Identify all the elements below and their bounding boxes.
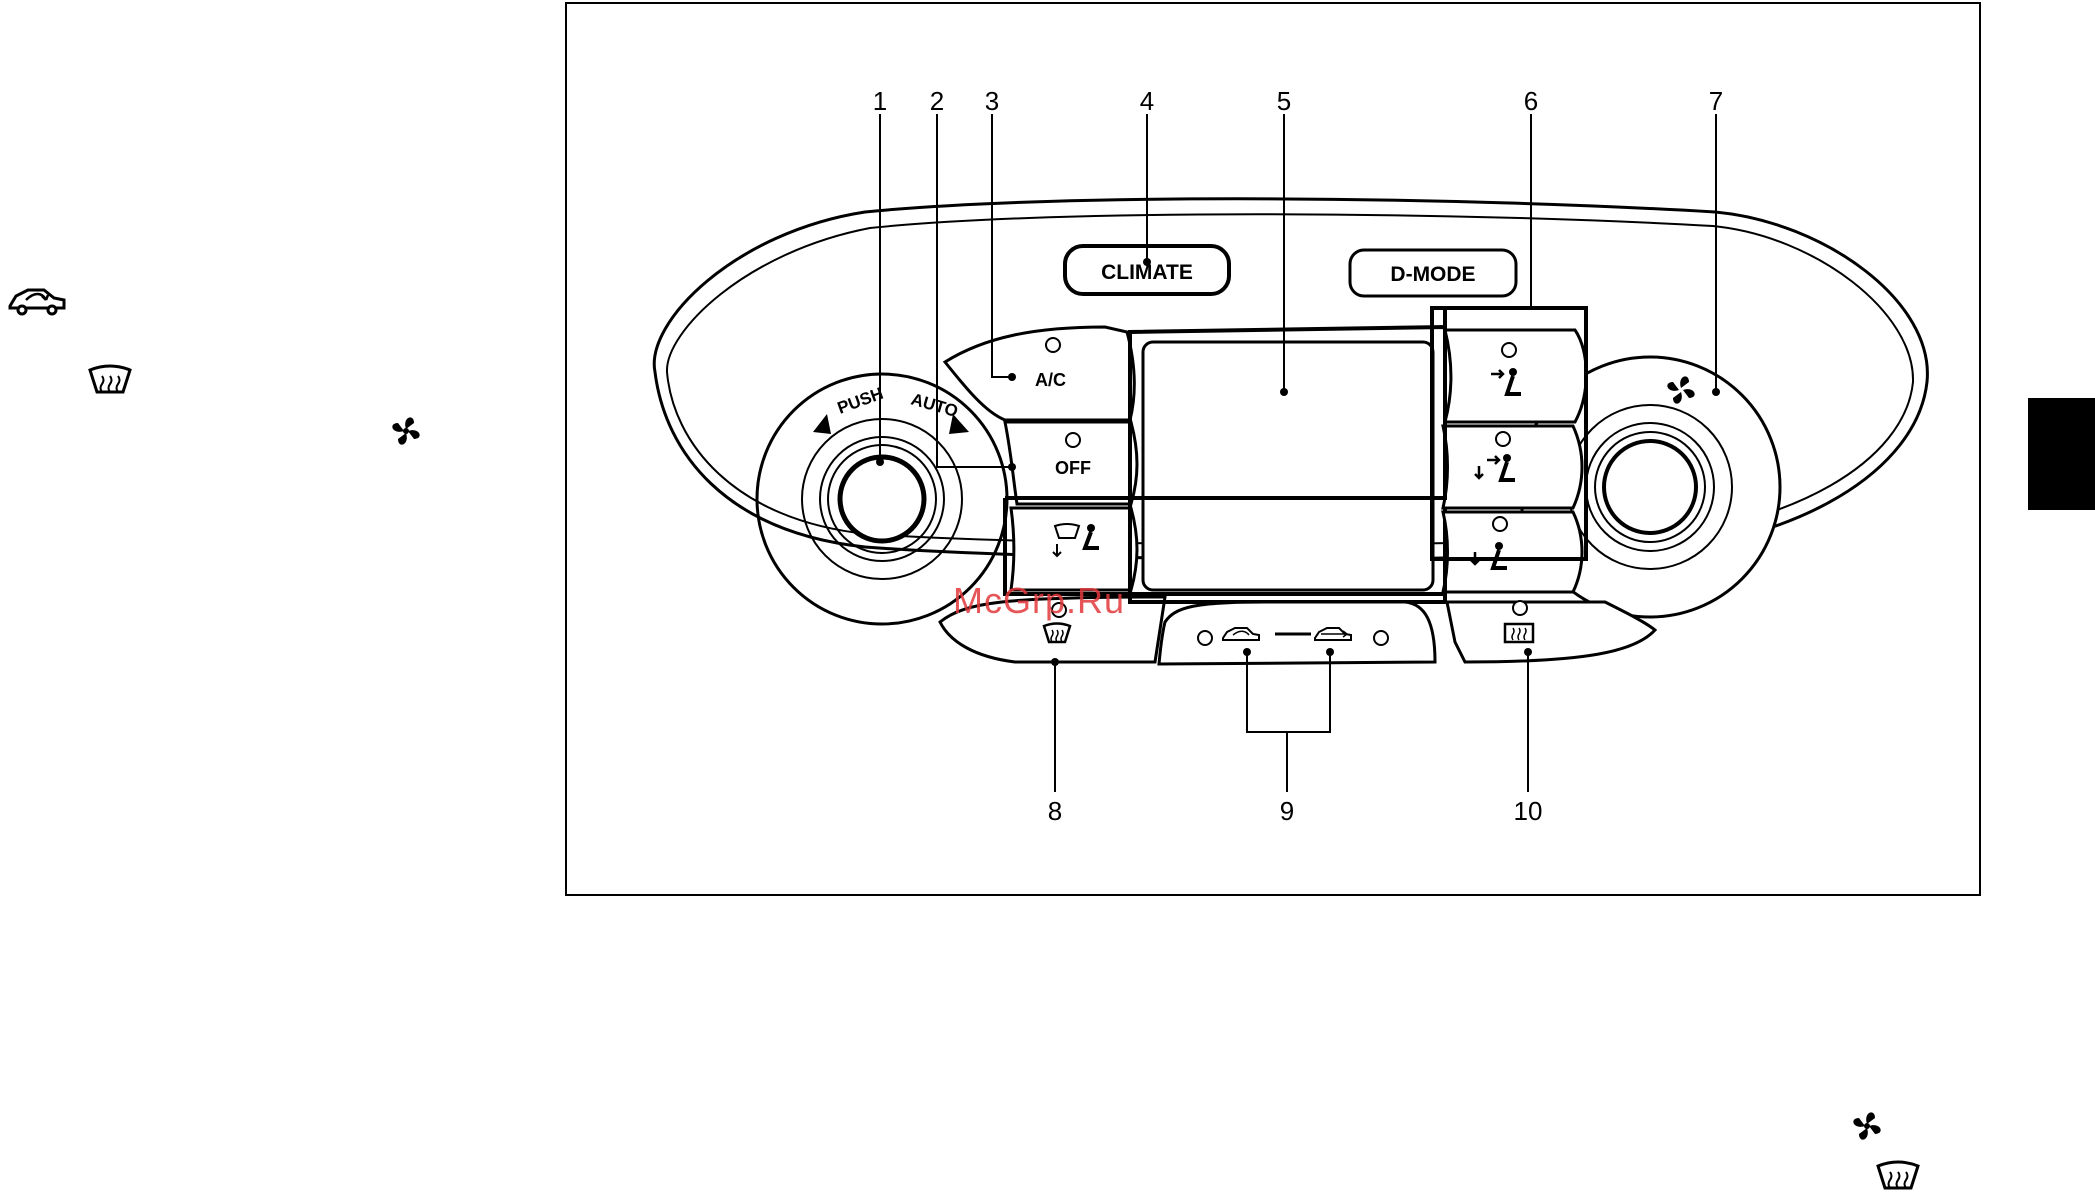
recirculation-icon bbox=[6, 282, 68, 318]
callout-7: 7 bbox=[1709, 86, 1723, 116]
callout-3: 3 bbox=[985, 86, 999, 116]
watermark: McGrp.Ru bbox=[953, 580, 1125, 622]
ac-button[interactable]: A/C bbox=[945, 327, 1134, 420]
foot-mode-button[interactable] bbox=[1443, 512, 1582, 592]
callout-6: 6 bbox=[1524, 86, 1538, 116]
front-defrost-mode-button[interactable] bbox=[1011, 508, 1137, 590]
callout-10: 10 bbox=[1514, 796, 1543, 826]
push-arrow-icon bbox=[813, 414, 831, 434]
rear-defroster-button[interactable] bbox=[1447, 601, 1655, 662]
callout-8: 8 bbox=[1048, 796, 1062, 826]
off-button-label: OFF bbox=[1055, 458, 1091, 478]
callout-4: 4 bbox=[1140, 86, 1154, 116]
d-mode-button[interactable]: D-MODE bbox=[1350, 250, 1516, 296]
defroster-icon bbox=[1875, 1160, 1921, 1192]
d-mode-button-label: D-MODE bbox=[1390, 263, 1475, 286]
display-screen bbox=[1130, 327, 1445, 602]
callout-9: 9 bbox=[1280, 796, 1294, 826]
climate-control-diagram: CLIMATE D-MODE PUSH AUTO bbox=[565, 2, 1981, 896]
bi-level-mode-button[interactable] bbox=[1443, 426, 1582, 508]
callout-2: 2 bbox=[930, 86, 944, 116]
section-tab bbox=[2028, 398, 2095, 510]
air-intake-button[interactable] bbox=[1159, 602, 1435, 664]
fan-icon bbox=[388, 413, 424, 449]
callout-5: 5 bbox=[1277, 86, 1291, 116]
push-label: PUSH bbox=[835, 384, 886, 418]
fan-icon bbox=[1849, 1108, 1885, 1144]
off-button[interactable]: OFF bbox=[1005, 422, 1137, 504]
callout-1: 1 bbox=[873, 86, 887, 116]
ac-button-label: A/C bbox=[1035, 370, 1066, 390]
vent-mode-button[interactable] bbox=[1445, 330, 1586, 422]
defroster-icon bbox=[87, 364, 133, 396]
